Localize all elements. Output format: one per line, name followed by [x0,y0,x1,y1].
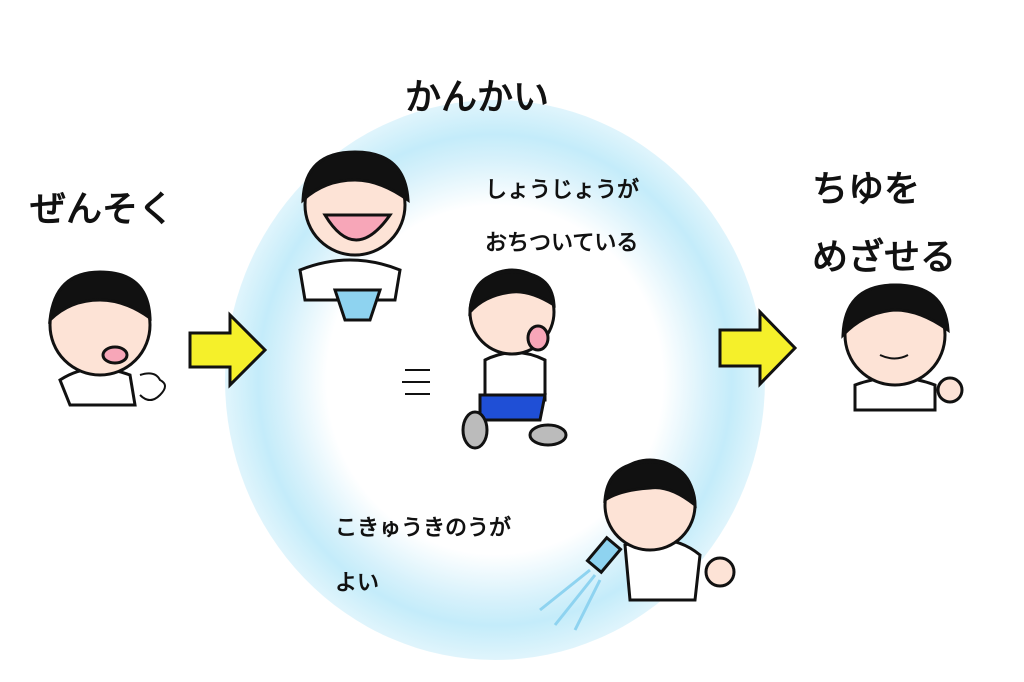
smiling-boy-figure [841,283,964,412]
inhaler-boy-figure [539,458,736,631]
goal-label-line2: めざせる [812,237,957,278]
arrow-icon [718,308,798,388]
eating-boy-figure [298,150,410,322]
lung-text-line1: こきゅうきのうが [335,516,512,541]
title-remission: かんかい [405,77,550,118]
symptom-text-line1: しょうじょうが [485,178,640,203]
coughing-boy-figure [48,270,166,407]
goal-label-line1: ちゆを [812,169,921,210]
arrow-icon [188,311,268,389]
asthma-label: ぜんそく [30,189,175,230]
symptom-text-line2: おちついている [485,231,639,256]
lung-text-line2: よい [335,571,380,596]
running-boy-figure [402,268,568,450]
